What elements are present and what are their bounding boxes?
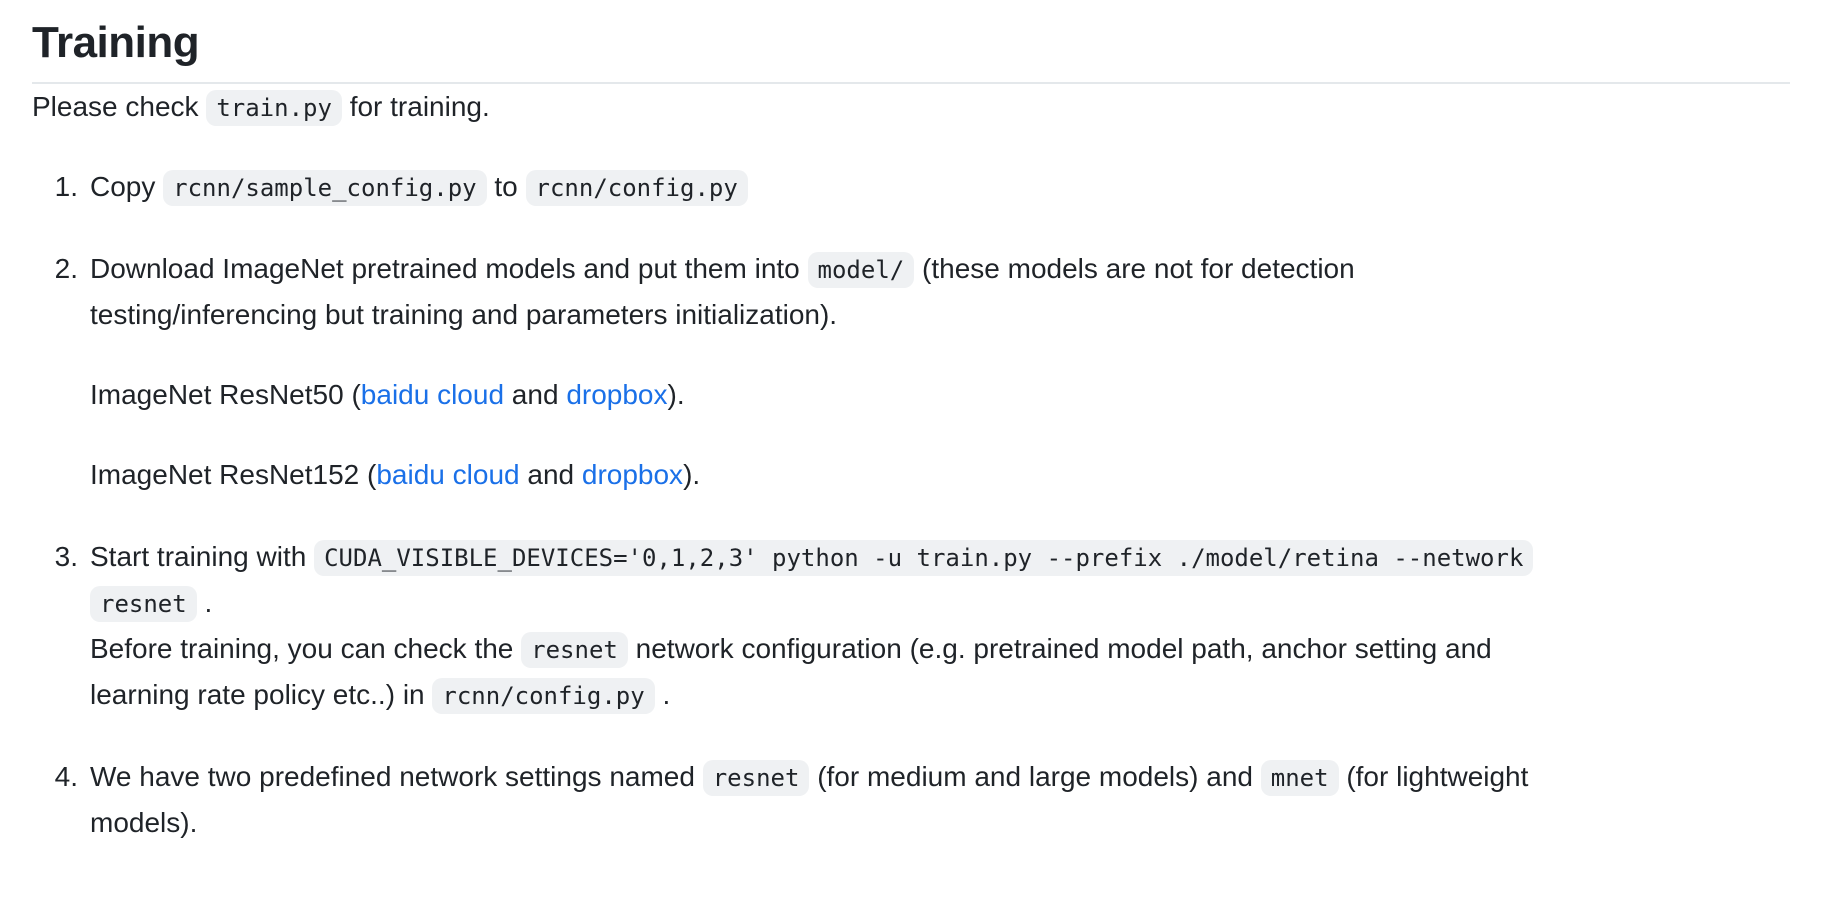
list-item-body: Download ImageNet pretrained models and … <box>90 246 1790 498</box>
text-run: (for medium and large models) and <box>809 761 1261 792</box>
inline-code: train.py <box>206 90 342 126</box>
text-run: learning rate policy etc..) in <box>90 679 433 710</box>
list-item-number: 3. <box>54 541 78 572</box>
text-run: Copy <box>90 171 164 202</box>
inline-code: rcnn/config.py <box>432 678 655 714</box>
list-item-paragraph: Start training with CUDA_VISIBLE_DEVICES… <box>90 534 1790 718</box>
text-run: (for lightweight <box>1338 761 1529 792</box>
dropbox-resnet50-link[interactable]: dropbox <box>566 379 668 410</box>
text-run: network configuration (e.g. pretrained m… <box>627 633 1492 664</box>
text-run: Before training, you can check the <box>90 633 522 664</box>
list-item-body: Start training with CUDA_VISIBLE_DEVICES… <box>90 534 1790 718</box>
text-run: and <box>504 379 567 410</box>
inline-code: CUDA_VISIBLE_DEVICES='0,1,2,3' python -u… <box>314 540 1534 576</box>
list-item-paragraph: ImageNet ResNet50 (baidu cloud and dropb… <box>90 372 1790 418</box>
text-run: ImageNet ResNet152 ( <box>90 459 377 490</box>
list-item: 2. Download ImageNet pretrained models an… <box>32 246 1790 498</box>
text-run: and <box>519 459 582 490</box>
text-run: Start training with <box>90 541 315 572</box>
baidu-cloud-resnet50-link[interactable]: baidu cloud <box>360 379 505 410</box>
text-run: ImageNet ResNet50 ( <box>90 379 361 410</box>
text-run: ). <box>667 379 685 410</box>
text-run: models). <box>90 807 198 838</box>
dropbox-resnet152-link[interactable]: dropbox <box>581 459 684 490</box>
list-item-paragraph: ImageNet ResNet152 (baidu cloud and drop… <box>90 452 1790 498</box>
list-item-body: We have two predefined network settings … <box>90 754 1790 846</box>
list-item-number: 4. <box>54 761 78 792</box>
list-item-paragraph: Download ImageNet pretrained models and … <box>90 246 1790 338</box>
list-item-paragraph: We have two predefined network settings … <box>90 754 1790 846</box>
text-run: . <box>654 679 671 710</box>
text-run: for training. <box>341 91 490 122</box>
list-item: 4. We have two predefined network setting… <box>32 754 1790 846</box>
list-item: 3. Start training with CUDA_VISIBLE_DEVIC… <box>32 534 1790 718</box>
inline-code: resnet <box>521 632 628 668</box>
baidu-cloud-resnet152-link[interactable]: baidu cloud <box>376 459 520 490</box>
list-item-paragraph: Copy rcnn/sample_config.py to rcnn/confi… <box>90 164 1790 210</box>
text-run: to <box>486 171 526 202</box>
text-run: . <box>196 587 213 618</box>
text-run: Download ImageNet pretrained models and … <box>90 253 808 284</box>
section-heading: Training <box>32 16 1790 84</box>
inline-code: model/ <box>807 252 915 288</box>
text-run: testing/inferencing but training and par… <box>90 299 838 330</box>
text-run: Please check <box>32 91 207 122</box>
ordered-list: 1. Copy rcnn/sample_config.py to rcnn/con… <box>32 164 1790 846</box>
list-item-body: Copy rcnn/sample_config.py to rcnn/confi… <box>90 164 1790 210</box>
text-run: ). <box>683 459 701 490</box>
inline-code: mnet <box>1260 760 1339 796</box>
readme-document: Training Please check train.py for train… <box>32 16 1790 846</box>
text-run: We have two predefined network settings … <box>90 761 703 792</box>
text-run: (these models are not for detection <box>914 253 1355 284</box>
list-item-number: 1. <box>54 171 78 202</box>
intro-paragraph: Please check train.py for training. <box>32 84 1790 130</box>
inline-code: rcnn/sample_config.py <box>163 170 487 206</box>
list-item: 1. Copy rcnn/sample_config.py to rcnn/con… <box>32 164 1790 210</box>
list-item-number: 2. <box>54 253 78 284</box>
inline-code: resnet <box>702 760 810 796</box>
inline-code: resnet <box>90 586 197 622</box>
inline-code: rcnn/config.py <box>525 170 748 206</box>
